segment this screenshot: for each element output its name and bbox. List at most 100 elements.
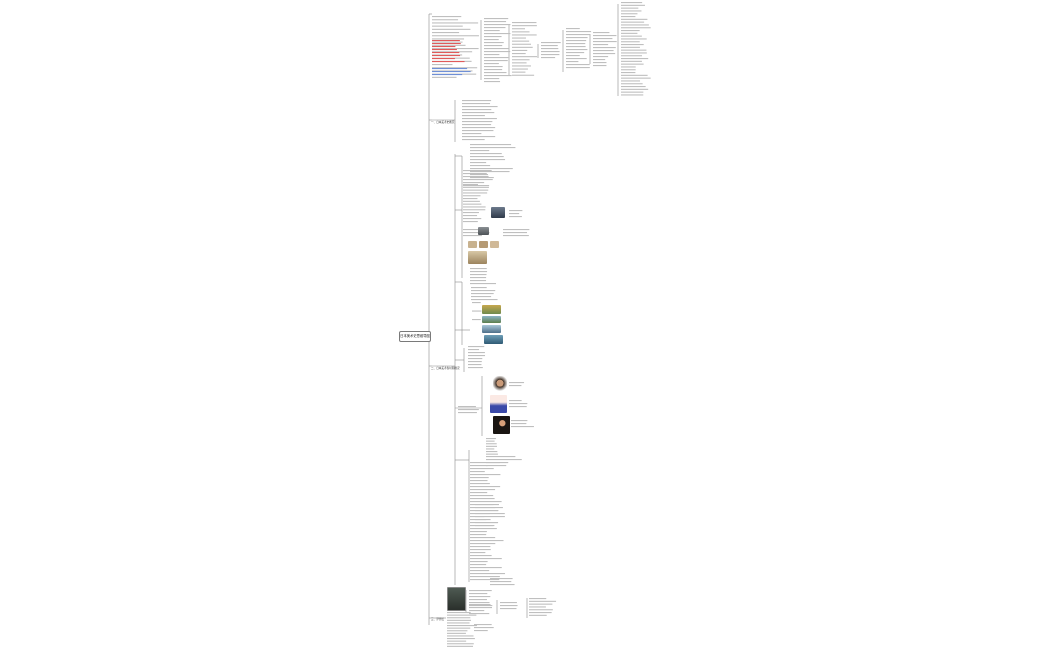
text-line [621,7,639,9]
text-line [621,41,640,43]
text-line [447,645,474,647]
text-line [500,602,517,604]
painting-thumb-1 [468,241,477,248]
text-line [470,162,487,164]
text-line [484,24,511,26]
landscape-thumb-3 [482,325,501,333]
text-line [475,516,505,518]
text-line [470,156,504,158]
text-line [458,409,479,411]
text-line [593,53,616,55]
text-line [470,528,497,530]
text-line [470,561,488,563]
text-line [511,420,528,422]
artifact-photo [478,227,489,235]
text-line [486,440,495,442]
landscape-thumb-4 [484,335,503,344]
landscape-thumb-2 [482,316,501,323]
text-line [469,590,492,592]
text-line [470,579,500,581]
text-line [512,53,526,55]
text-line [463,185,490,187]
text-line [470,555,492,557]
text-line [512,40,530,42]
text-line [490,578,513,580]
text-line [432,68,468,70]
text-line [509,406,527,408]
text-line [512,68,528,70]
text-line [471,299,498,301]
text-line [470,171,510,173]
text-line [470,546,491,548]
text-line [469,602,490,604]
root-node[interactable]: 日本美术史思维导图 [399,331,431,342]
text-line [469,607,493,609]
text-line [470,465,488,467]
text-line [432,35,479,37]
text-line [511,426,534,428]
text-line [484,60,508,62]
text-line [621,13,638,15]
text-line [490,581,512,583]
text-line [470,549,491,551]
text-line [432,52,460,54]
text-line [470,498,495,500]
text-line [621,44,644,46]
text-line [471,287,487,289]
text-line [470,543,496,545]
text-line [529,614,547,616]
portrait-photo-2 [490,395,507,413]
text-line [475,513,490,515]
text-line [541,51,560,53]
text-line [484,63,499,65]
text-line [484,48,510,50]
text-line [462,136,496,138]
text-line [462,106,498,108]
text-line [470,153,502,155]
text-line [529,612,552,614]
text-line [484,42,504,44]
text-line [470,558,502,560]
text-line [432,19,459,21]
text-line [470,570,490,572]
branch-ukiyoe[interactable]: 三、浮世绘 [431,618,444,621]
text-line [463,200,480,202]
text-line [458,406,476,408]
text-line [432,38,465,40]
text-line [463,179,493,181]
text-line [469,599,487,601]
text-line [593,56,609,58]
text-line [475,525,495,527]
text-line [469,596,491,598]
text-line [484,57,509,59]
text-line [509,382,525,384]
text-line [593,62,607,64]
branch-overview[interactable]: 一、日本美术史概况 [431,121,455,124]
branch-periods[interactable]: 二、日本美术各时期概况 [431,367,460,370]
text-line [471,296,492,298]
text-line [470,274,487,276]
text-line [503,232,528,234]
text-line [470,552,486,554]
text-line [463,170,492,172]
text-line [470,501,502,503]
text-line [566,37,588,39]
text-line [469,604,491,606]
text-line [462,130,494,132]
text-line [458,412,477,414]
text-line [432,22,479,24]
text-line [541,42,561,44]
text-line [470,474,501,476]
text-line [462,127,496,129]
text-line [621,4,645,6]
text-line [432,46,456,48]
text-line [474,630,488,632]
text-line [447,617,471,619]
text-line [447,632,466,634]
text-line [484,75,512,77]
text-line [470,492,488,494]
temple-photo [491,207,505,218]
text-line [472,319,481,321]
text-line [512,31,530,33]
text-line [512,59,530,61]
